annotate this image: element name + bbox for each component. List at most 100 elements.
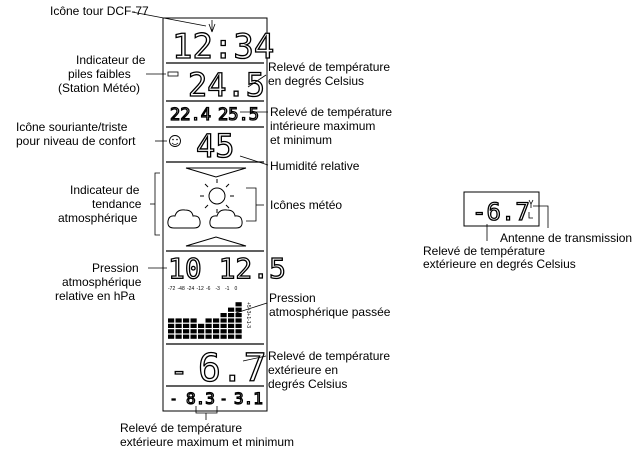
pressure-bar-segment (228, 329, 235, 334)
label-battery-3: (Station Météo) (58, 81, 140, 95)
pressure-bar-segment (168, 323, 175, 328)
pressure-bar-segment (205, 318, 212, 323)
pressure-bar-segment (235, 302, 242, 307)
pressure-bar-segment (175, 318, 182, 323)
label-comfort-2: pour niveau de confort (16, 134, 136, 148)
sensor-display-frame (463, 191, 540, 227)
pressure-bar-segment (235, 313, 242, 318)
pressure-bar-segment (220, 329, 227, 334)
pressure-bar-segment (198, 329, 205, 334)
pressure-bar-segment (213, 318, 220, 323)
indoor-temp-readout: 24.5 (188, 66, 265, 104)
outdoor-min-readout: 8.3 (186, 389, 215, 408)
antenna-icon (528, 199, 534, 219)
pressure-bar-segment (183, 318, 190, 323)
label-sensor-temp-2: extérieure en degrés Celsius (423, 257, 576, 271)
pressure-bar-segment (198, 323, 205, 328)
pressure-bar-segment (205, 323, 212, 328)
pressure-bar-segment (220, 318, 227, 323)
label-outdoor-1: Relevé de température (268, 349, 390, 363)
pressure-bar-segment (205, 334, 212, 339)
label-temp-c-1: Relevé de température (268, 60, 390, 74)
label-antenna: Antenne de transmission (500, 231, 632, 245)
pressure-bar-segment (213, 334, 220, 339)
outdoor-max-readout: 3.1 (234, 389, 263, 408)
label-past-pressure-2: atmosphérique passée (269, 305, 391, 319)
label-outdoor-mm-1: Relevé de température (120, 421, 242, 435)
pressure-bar-segment (228, 313, 235, 318)
label-pressure-1: Pression (92, 261, 139, 275)
outdoor-max-sign: - (220, 392, 227, 406)
outdoor-sign: - (170, 354, 188, 389)
leader-lines (131, 11, 269, 420)
label-battery-1: Indicateur de (76, 53, 146, 67)
pressure-bar-segment (228, 318, 235, 323)
humidity-readout: 45 (196, 127, 235, 165)
pressure-bar-segment (235, 334, 242, 339)
pressure-axis-tick: -1 (225, 286, 230, 292)
label-indoor-mm-1: Relevé de température (270, 105, 392, 119)
pressure-readout: 10 12.5 (168, 252, 286, 285)
label-trend-2: tendance (92, 197, 142, 211)
pressure-bar-segment (213, 329, 220, 334)
pressure-axis-tick: 0 (235, 286, 238, 292)
pressure-bar-segment (183, 329, 190, 334)
pressure-axis-tick: -72 (168, 286, 175, 292)
pressure-bar-segment (220, 313, 227, 318)
pressure-axis-tick: -3 (216, 286, 221, 292)
label-weather-icons: Icônes météo (270, 198, 342, 212)
label-comfort-1: Icône souriante/triste (16, 120, 128, 134)
pressure-axis-tick: -6 (206, 286, 211, 292)
label-outdoor-3: degrés Celsius (268, 377, 347, 391)
pressure-bar-segment (168, 318, 175, 323)
pressure-axis-tick: -24 (187, 286, 194, 292)
pressure-bar-segment (228, 334, 235, 339)
label-indoor-mm-2: intérieure maximum (270, 119, 375, 133)
pressure-bar-segment (235, 329, 242, 334)
label-trend-3: atmosphérique (58, 211, 138, 225)
pressure-bar-segment (190, 318, 197, 323)
outdoor-temp-readout: 6.7 (198, 346, 267, 390)
pressure-bar-segment (168, 329, 175, 334)
label-trend-1: Indicateur de (70, 183, 140, 197)
battery-icon (167, 71, 179, 77)
dcf77-tower-icon (208, 20, 216, 33)
indoor-max-readout: 22.4 (170, 105, 211, 125)
label-outdoor-2: extérieure en (268, 363, 338, 377)
pressure-axis-tick: -12 (197, 286, 204, 292)
pressure-history-axis: -72-48-24-12-6 -3 -1 0 (168, 286, 238, 292)
pressure-bar-segment (190, 329, 197, 334)
pressure-history-side-scale: +5+3+1-1-3 (245, 302, 251, 328)
pressure-history-bars (168, 302, 242, 339)
outdoor-min-sign: - (170, 392, 177, 406)
trend-up-arrow (185, 236, 247, 247)
sun-icon (200, 179, 234, 213)
sensor-temp-readout: -6.7 (472, 198, 530, 226)
label-pressure-3: relative en hPa (55, 289, 135, 303)
pressure-bar-segment (190, 323, 197, 328)
pressure-bar-segment (183, 323, 190, 328)
pressure-bar-segment (220, 334, 227, 339)
pressure-bar-segment (235, 307, 242, 312)
pressure-bar-segment (175, 329, 182, 334)
pressure-bar-segment (183, 334, 190, 339)
pressure-bar-segment (228, 307, 235, 312)
label-indoor-mm-3: et minimum (270, 133, 332, 147)
pressure-bar-segment (198, 334, 205, 339)
station-display-frame (162, 17, 268, 412)
pressure-bar-segment (235, 318, 242, 323)
comfort-smiley-icon (169, 135, 181, 147)
pressure-axis-tick: -48 (178, 286, 185, 292)
trend-down-arrow (185, 167, 247, 178)
label-humidity: Humidité relative (270, 159, 360, 173)
pressure-bar-segment (235, 323, 242, 328)
pressure-bar-segment (205, 329, 212, 334)
pressure-bar-segment (213, 323, 220, 328)
pressure-bar-segment (168, 334, 175, 339)
label-outdoor-mm-2: extérieure maximum et minimum (120, 435, 294, 449)
pressure-bar-segment (175, 334, 182, 339)
label-battery-2: piles faibles (68, 67, 131, 81)
label-past-pressure-1: Pression (269, 291, 316, 305)
label-temp-c-2: en degrés Celsius (268, 74, 364, 88)
